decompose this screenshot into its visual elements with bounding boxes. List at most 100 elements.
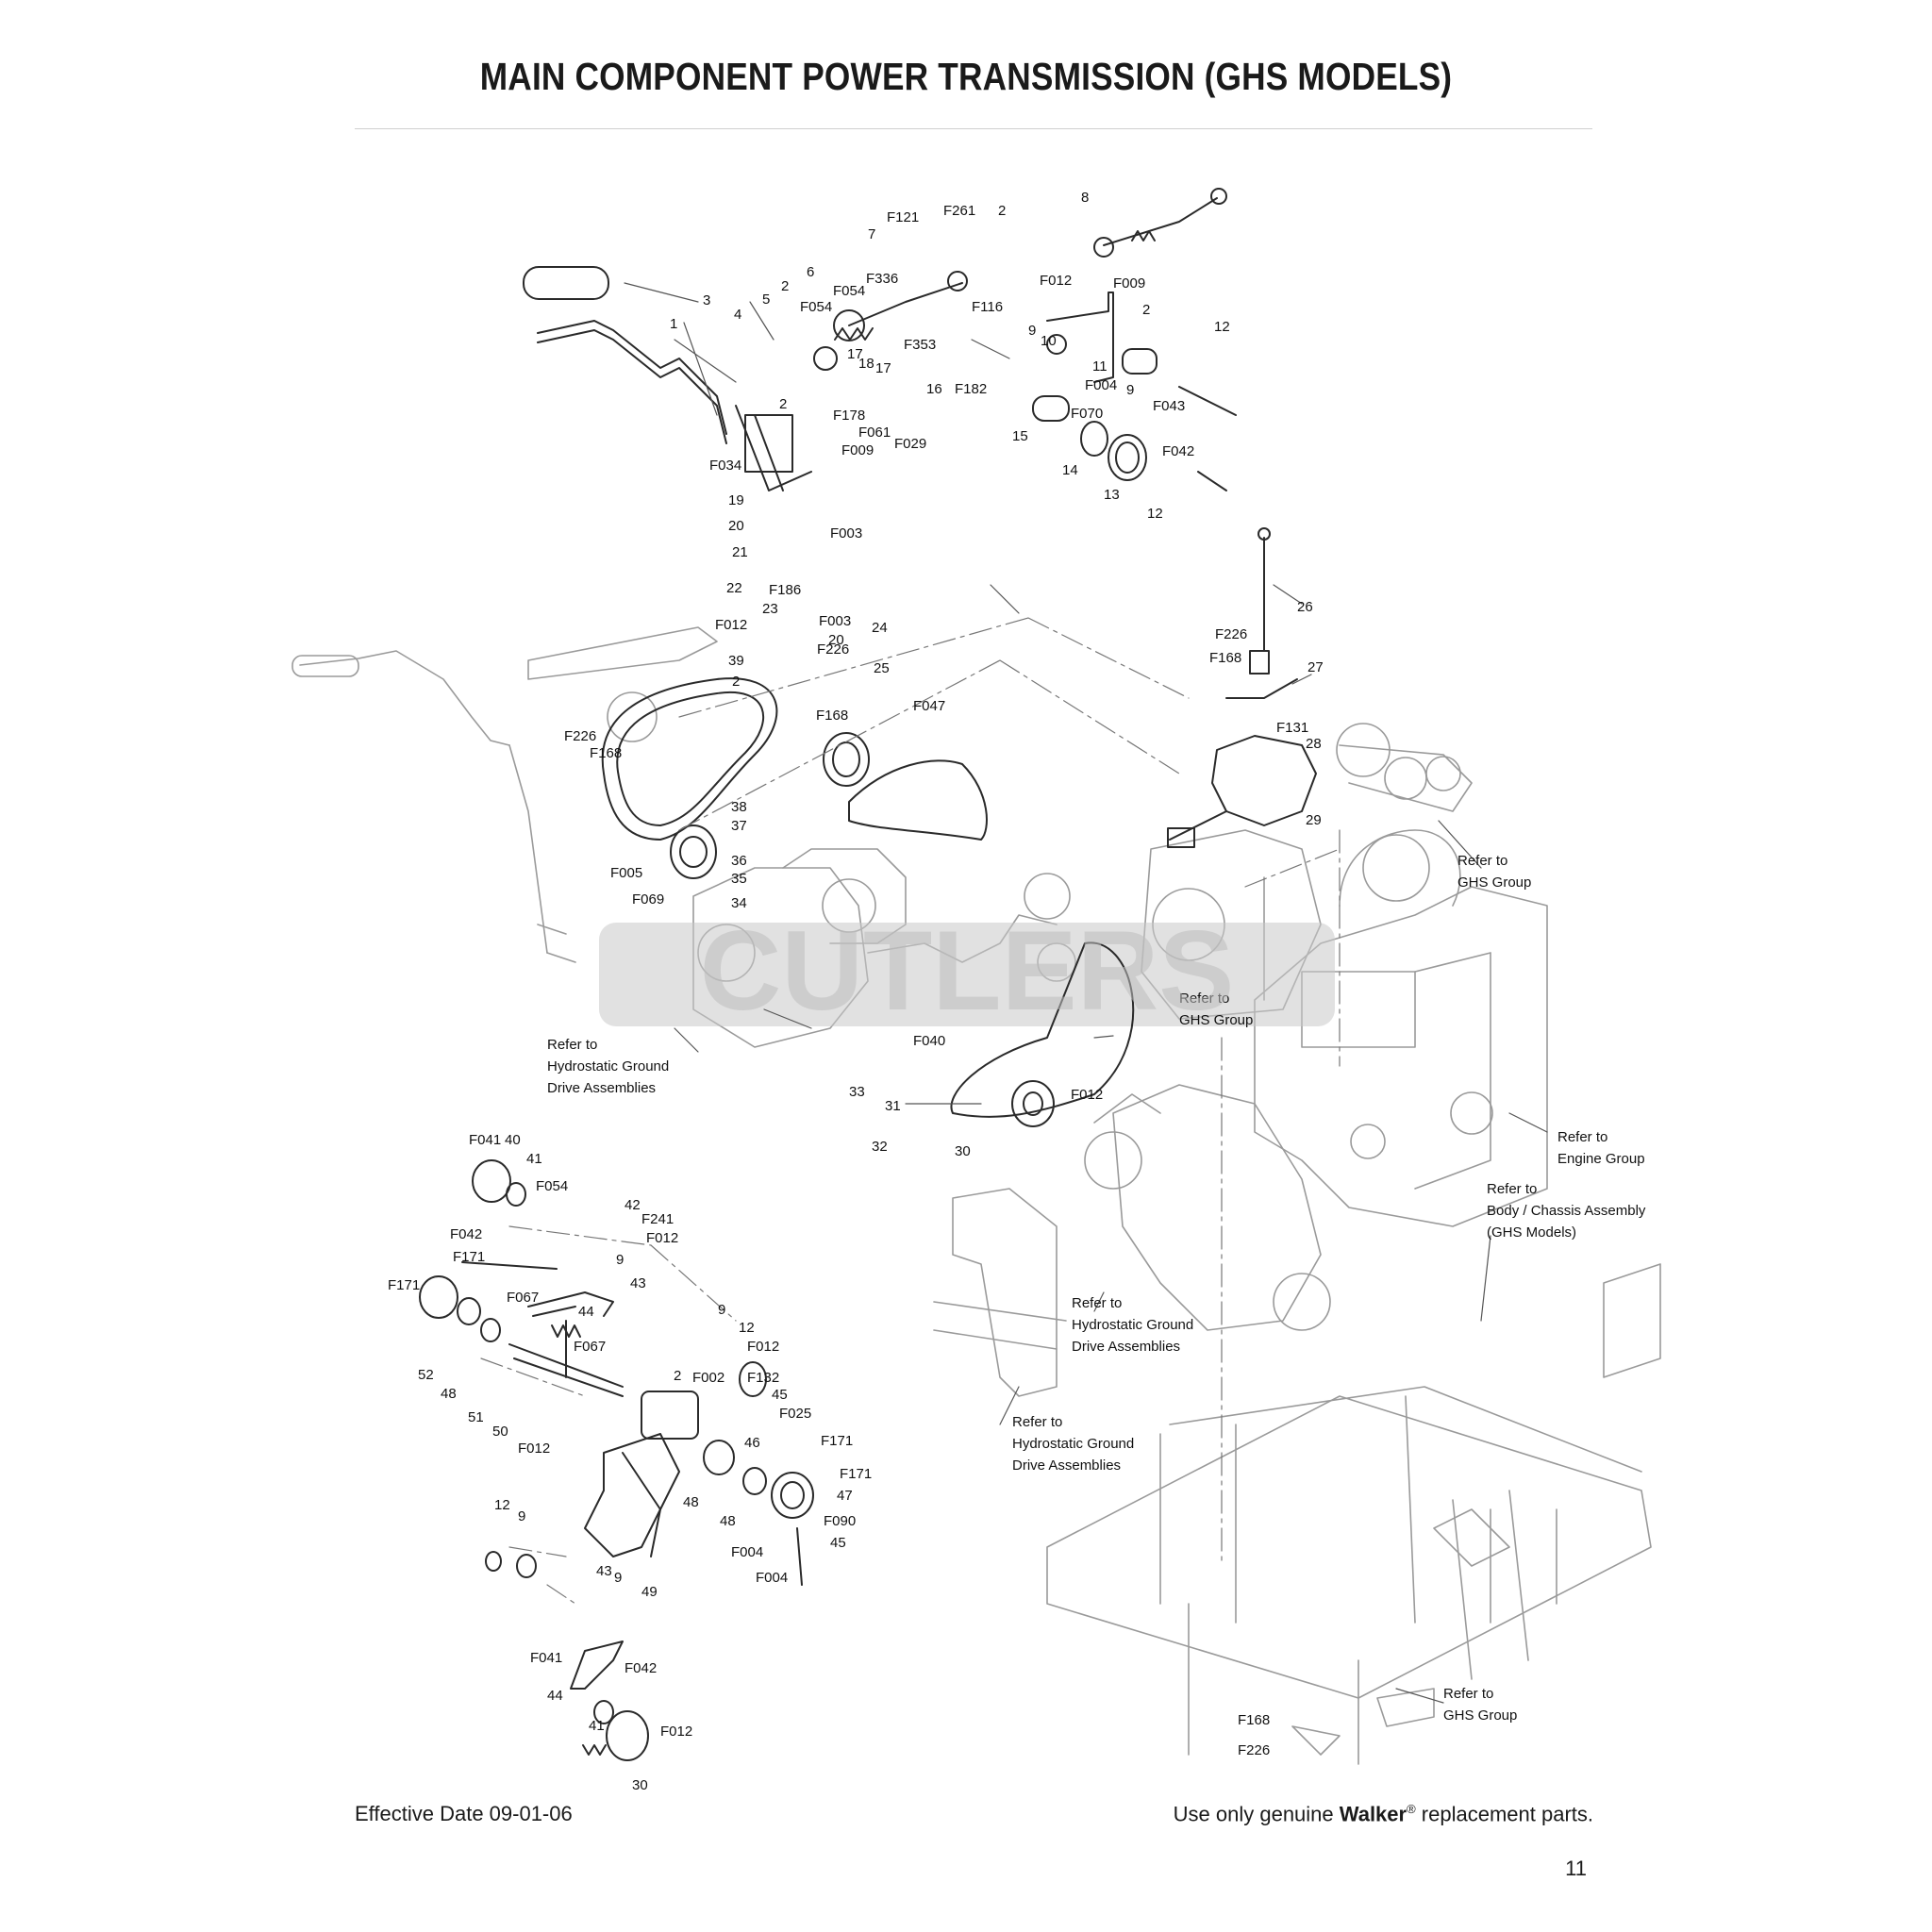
callout: F012: [660, 1724, 692, 1740]
callout: F067: [574, 1339, 606, 1355]
callout: 2: [998, 203, 1006, 219]
callout: 34: [731, 895, 747, 911]
callout: F132: [747, 1370, 779, 1386]
watermark-cutlers: [599, 923, 1335, 1026]
callout: 2: [674, 1368, 681, 1384]
callout: 27: [1307, 659, 1324, 675]
callout: 38: [731, 799, 747, 815]
callout: 21: [732, 544, 748, 560]
refer-ghs-1: Refer to GHS Group: [1457, 853, 1531, 891]
callout: 33: [849, 1084, 865, 1100]
callout: F121: [887, 209, 919, 225]
callout: F034: [709, 458, 741, 474]
refer-ghs-2: Refer to GHS Group: [1179, 991, 1253, 1028]
callout: F042: [625, 1660, 657, 1676]
callout: F168: [590, 745, 622, 761]
callout: 40: [505, 1132, 521, 1148]
callout: F004: [731, 1544, 763, 1560]
callout: F067: [507, 1290, 539, 1306]
callout: F004: [1085, 377, 1117, 393]
footer-disclaimer: Use only genuine Walker® replacement par…: [1174, 1802, 1593, 1826]
callout: F041: [469, 1132, 501, 1148]
callout: 10: [1041, 333, 1057, 349]
callout: F061: [858, 425, 891, 441]
callout: F226: [817, 641, 849, 658]
refer-line: (GHS Models): [1487, 1224, 1576, 1241]
callout: 43: [630, 1275, 646, 1291]
callout: 17: [847, 346, 863, 362]
callout: F131: [1276, 720, 1308, 736]
callout-labels: F121 F261 2 7 6 2 F054 F336 5 4 3 1 F054…: [388, 190, 1324, 1793]
callout: 12: [739, 1320, 755, 1336]
callout: F226: [1215, 626, 1247, 642]
callout: 20: [828, 632, 844, 648]
callout: 16: [926, 381, 942, 397]
callout: F003: [819, 613, 851, 629]
callout: F004: [756, 1570, 788, 1586]
callout: F043: [1153, 398, 1185, 414]
effective-date: Effective Date 09-01-06: [355, 1802, 573, 1825]
footer-registered-mark: ®: [1407, 1802, 1416, 1816]
refer-line: Body / Chassis Assembly: [1487, 1203, 1646, 1219]
refer-line: Refer to: [1487, 1181, 1537, 1197]
callout: 6: [807, 264, 814, 280]
callout: 14: [1062, 462, 1078, 478]
callout: 37: [731, 818, 747, 834]
drive-belts: [601, 677, 1135, 1118]
callout: 2: [732, 674, 740, 690]
callout: 25: [874, 660, 890, 676]
callout: 44: [578, 1304, 594, 1320]
gearbox: [1167, 527, 1317, 848]
callout: F182: [955, 381, 987, 397]
refer-line: Hydrostatic Ground: [1072, 1317, 1193, 1333]
refer-line: Refer to: [1557, 1129, 1607, 1145]
refer-line: Hydrostatic Ground: [1012, 1436, 1134, 1452]
callout: F042: [450, 1226, 482, 1242]
refer-line: Drive Assemblies: [1072, 1339, 1180, 1355]
callout: 47: [837, 1488, 853, 1504]
callout: F009: [841, 442, 874, 458]
callout: F178: [833, 408, 865, 424]
callout: 9: [718, 1302, 725, 1318]
handle-assembly: [523, 188, 1237, 491]
callout: F009: [1113, 275, 1145, 291]
callout: 32: [872, 1139, 888, 1155]
callout: 46: [744, 1435, 760, 1451]
callout: 30: [632, 1777, 648, 1793]
callout: 3: [703, 292, 710, 308]
refer-line: Refer to: [1012, 1414, 1062, 1430]
callout: F186: [769, 582, 801, 598]
callout: F054: [800, 299, 832, 315]
callout: 28: [1306, 736, 1322, 752]
refer-line: Engine Group: [1557, 1151, 1645, 1167]
callout: F226: [1238, 1742, 1270, 1758]
callout: F171: [453, 1249, 485, 1265]
callout: 17: [875, 360, 891, 376]
callout: F168: [816, 708, 848, 724]
callout: F171: [388, 1277, 420, 1293]
callout: 12: [1147, 506, 1163, 522]
callout: F054: [536, 1178, 568, 1194]
callout: F336: [866, 271, 898, 287]
callout: F047: [913, 698, 945, 714]
diagram-graphics: [291, 188, 1661, 1765]
callout: F069: [632, 891, 664, 908]
callout: 22: [726, 580, 742, 596]
callout: 5: [762, 291, 770, 308]
refer-hydro-1: Refer to Hydrostatic Ground Drive Assemb…: [547, 1037, 669, 1096]
callout: F070: [1071, 406, 1103, 422]
refer-line: Refer to: [1457, 853, 1507, 869]
callout: 2: [781, 278, 789, 294]
callout: 15: [1012, 428, 1028, 444]
callout: F041: [530, 1650, 562, 1666]
pulleys: [670, 732, 1055, 1127]
callout: 12: [1214, 319, 1230, 335]
callout: 9: [1126, 382, 1134, 398]
title-divider: [355, 128, 1592, 129]
refer-hydro-2: Refer to Hydrostatic Ground Drive Assemb…: [1072, 1295, 1193, 1355]
callout: 42: [625, 1197, 641, 1213]
callout: 29: [1306, 812, 1322, 828]
callout: F171: [821, 1433, 853, 1449]
footer-prefix: Use only genuine: [1173, 1802, 1340, 1826]
